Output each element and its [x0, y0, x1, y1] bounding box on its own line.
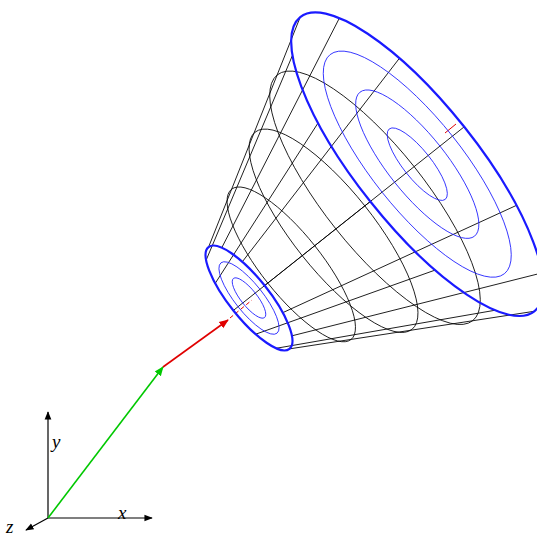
- axes: [26, 412, 152, 530]
- axis-label: x: [118, 503, 126, 522]
- red-vector: [163, 320, 228, 367]
- axis-label: z: [6, 517, 13, 536]
- frustum: [116, 0, 537, 458]
- axis-label: y: [52, 432, 60, 451]
- green-vector: [48, 367, 163, 518]
